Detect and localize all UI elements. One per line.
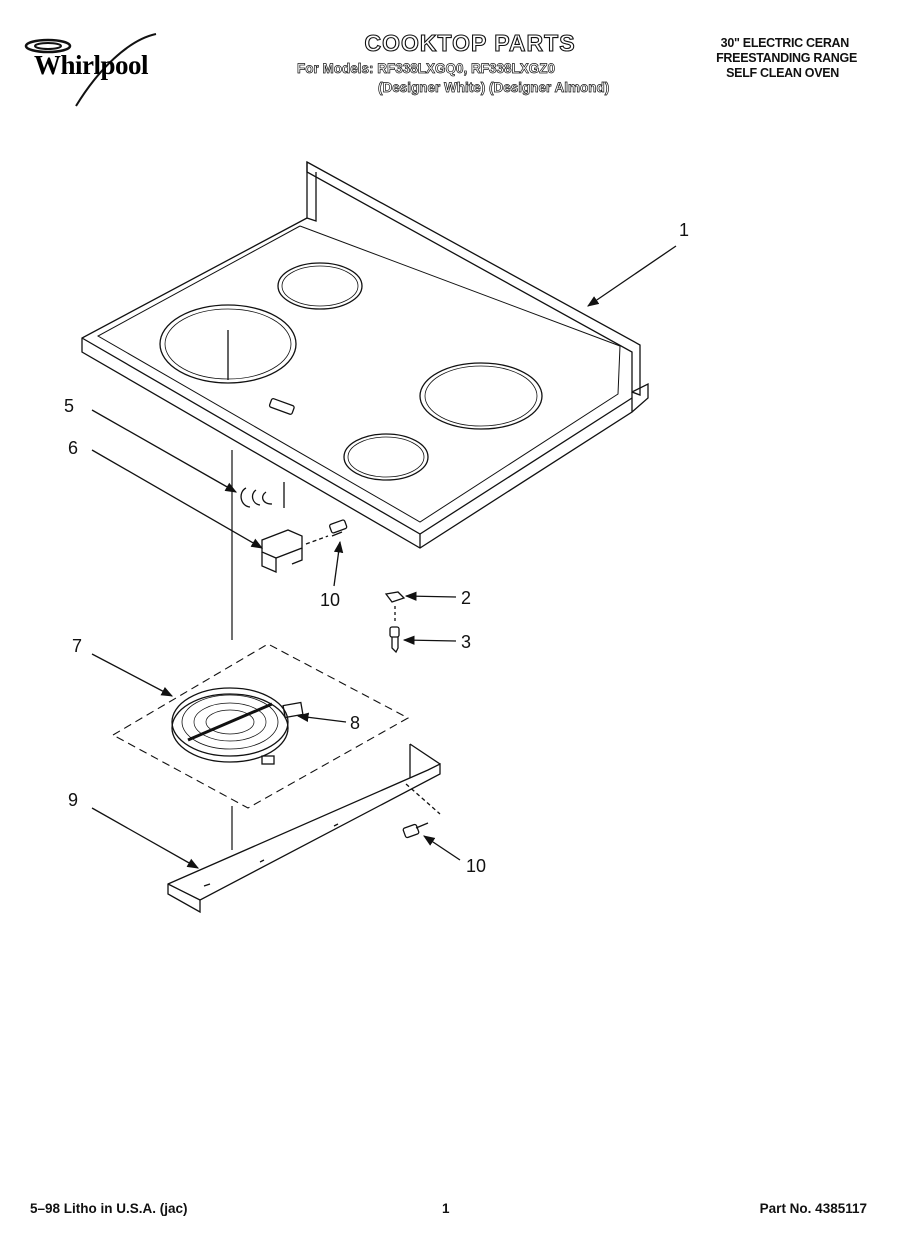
leader-7 [91, 653, 174, 697]
leader-9 [91, 807, 200, 869]
part-7-element-area [111, 643, 410, 809]
designer-line: (Designer White) (Designer Almond) [378, 80, 610, 96]
callout-1: 1 [679, 220, 689, 240]
whirlpool-logo [24, 33, 157, 107]
brand-name: Whirlpool [34, 50, 149, 80]
footer-print-info: 5–98 Litho in U.S.A. (jac) [30, 1201, 188, 1216]
callout-7: 7 [72, 636, 82, 656]
leader-3 [402, 635, 457, 645]
cooktop-glass-part [81, 160, 649, 549]
leader-10b [423, 835, 461, 861]
callout-9: 9 [68, 790, 78, 810]
leader-6 [91, 449, 264, 549]
part-10-screw-upper [305, 519, 348, 545]
spec-line-2: FREESTANDING RANGE [716, 51, 857, 65]
leader-2 [404, 591, 457, 601]
spec-line-1: 30" ELECTRIC CERAN [720, 36, 850, 50]
callout-3: 3 [461, 632, 471, 652]
footer-page-number: 1 [442, 1201, 450, 1216]
part-5-clip [240, 482, 285, 508]
callout-5: 5 [64, 396, 74, 416]
models-line: For Models: RF338LXGQ0, RF338LXGZ0 [297, 61, 556, 77]
callout-2: 2 [461, 588, 471, 608]
part-2-washer [384, 591, 406, 624]
leader-10a [333, 540, 344, 587]
callout-10-lower: 10 [466, 856, 486, 876]
callout-10-upper: 10 [320, 590, 340, 610]
spec-line-3: SELF CLEAN OVEN [726, 66, 839, 80]
callout-8: 8 [350, 713, 360, 733]
part-9-support-bar [167, 743, 441, 914]
part-6-bracket [261, 529, 303, 573]
part-3-screw [389, 626, 400, 654]
page-title: COOKTOP PARTS [364, 29, 576, 56]
leader-1 [587, 245, 677, 307]
leader-8 [296, 712, 347, 723]
part-10-screw-lower [402, 822, 429, 839]
leader-5 [91, 409, 238, 493]
callout-6: 6 [68, 438, 78, 458]
footer-part-number: Part No. 4385117 [759, 1201, 867, 1216]
part-8-radiant-element [171, 687, 304, 765]
